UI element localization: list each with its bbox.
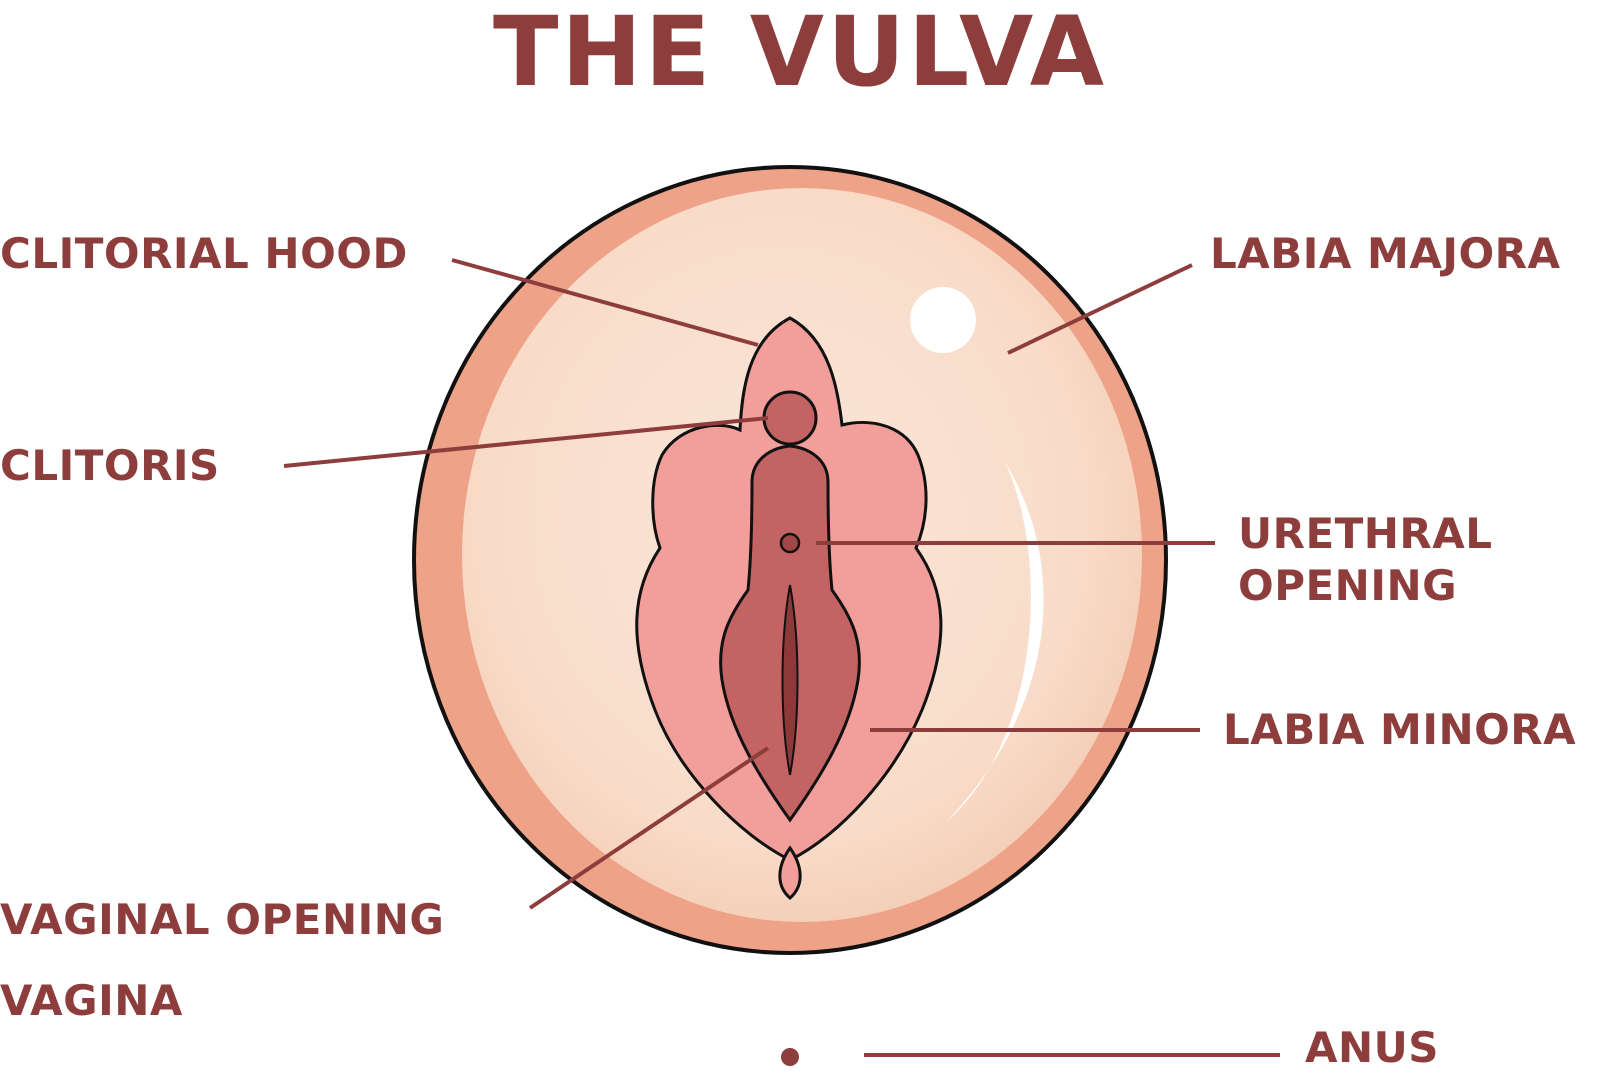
vaginal-opening-shape <box>781 584 799 776</box>
label-urethral-opening: URETHRAL OPENING <box>1238 509 1493 610</box>
page-title: THE VULVA <box>492 0 1108 108</box>
clitoris-leader <box>283 416 769 468</box>
highlight-dot <box>910 287 976 353</box>
label-labia-majora: LABIA MAJORA <box>1210 229 1561 278</box>
urethral-opening-shape <box>779 532 801 554</box>
label-vaginal-opening: VAGINAL OPENING <box>0 895 445 944</box>
clitoris-shape <box>762 390 818 446</box>
label-anus: ANUS <box>1305 1023 1440 1072</box>
label-clitorial-hood: CLITORIAL HOOD <box>0 229 408 278</box>
vaginal-opening-leader <box>528 746 770 910</box>
anus-marker <box>781 1048 799 1066</box>
label-clitoris: CLITORIS <box>0 441 220 490</box>
perineum-tail <box>778 845 802 900</box>
label-labia-minora: LABIA MINORA <box>1223 705 1577 754</box>
clitorial-hood-leader <box>451 258 759 347</box>
label-vagina: VAGINA <box>0 976 183 1025</box>
labia-majora-leader <box>1007 263 1193 355</box>
